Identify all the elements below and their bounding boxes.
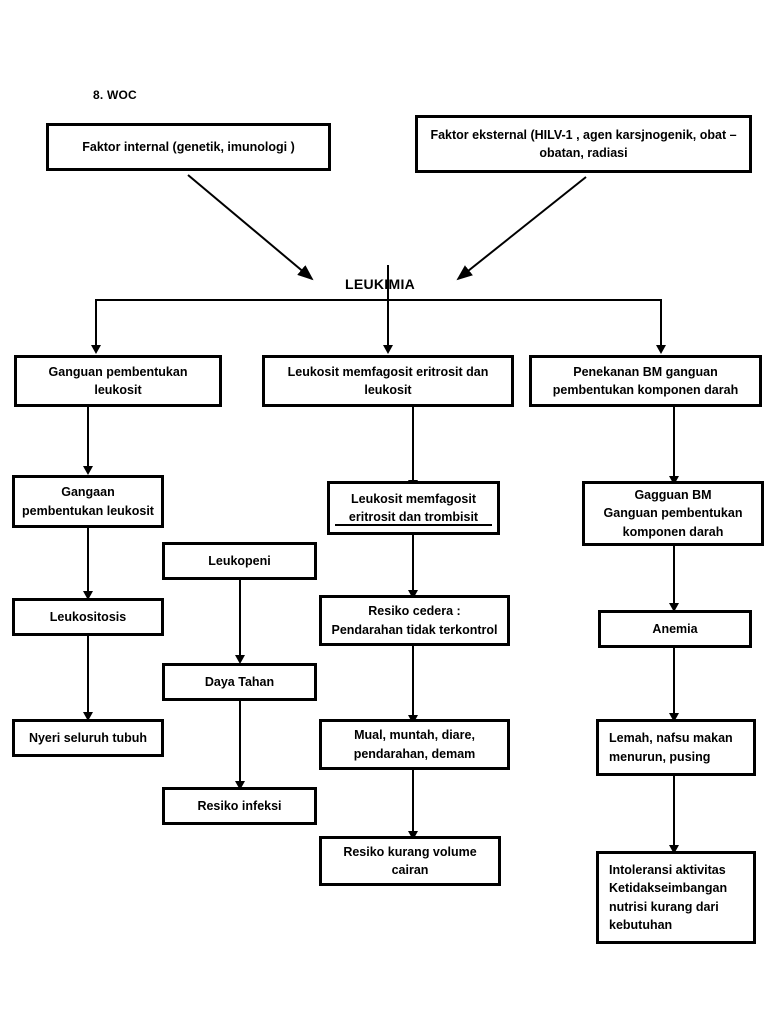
node-mual-muntah: Mual, muntah, diare, pendarahan, demam xyxy=(319,719,510,770)
node-faktor-eksternal: Faktor eksternal (HILV-1 , agen karsjnog… xyxy=(415,115,752,173)
node-leukopeni: Leukopeni xyxy=(162,542,317,580)
arrowhead-right-4 xyxy=(669,845,679,854)
node-daya-tahan: Daya Tahan xyxy=(162,663,317,701)
arrowhead-bus-center xyxy=(383,345,393,354)
connector-bus-left-drop xyxy=(95,299,97,349)
node-intoleransi-aktivitas: Intoleransi aktivitas Ketidakseimbangan … xyxy=(596,851,756,944)
connector-mid-4 xyxy=(412,770,414,835)
connector-col2-1 xyxy=(239,580,241,658)
connector-right-3 xyxy=(673,648,675,716)
arrowhead-left-2 xyxy=(83,591,93,600)
connector-left-2 xyxy=(87,528,89,594)
connector-mid-3 xyxy=(412,646,414,718)
connector-bus-center-drop xyxy=(387,299,389,349)
node-resiko-cedera-label: Resiko cedera : Pendarahan tidak terkont… xyxy=(331,604,498,637)
connector-mid-2 xyxy=(412,535,414,593)
connector-left-1 xyxy=(87,407,89,469)
node-daya-tahan-label: Daya Tahan xyxy=(204,674,275,689)
node-penekanan-bm: Penekanan BM ganguan pembentukan kompone… xyxy=(529,355,762,407)
node-leukosit-memfagosit-eritrosit-leukosit-label: Leukosit memfagosit eritrosit dan leukos… xyxy=(287,364,489,397)
connector-col2-2 xyxy=(239,701,241,784)
arrowhead-bus-right xyxy=(656,345,666,354)
node-nyeri-seluruh-tubuh-label: Nyeri seluruh tubuh xyxy=(28,730,148,745)
node-resiko-cedera: Resiko cedera : Pendarahan tidak terkont… xyxy=(319,595,510,646)
node-ganguan-pembentukan-leukosit: Ganguan pembentukan leukosit xyxy=(14,355,222,407)
node-lemah-nafsu-makan: Lemah, nafsu makan menurun, pusing xyxy=(596,719,756,776)
connector-bus-right-drop xyxy=(660,299,662,349)
connector-bus-horizontal xyxy=(95,299,661,301)
node-lemah-nafsu-makan-label: Lemah, nafsu makan menurun, pusing xyxy=(609,731,733,764)
node-faktor-internal-label: Faktor internal (genetik, imunologi ) xyxy=(82,139,295,154)
node-gagguan-bm-label: Gagguan BM Ganguan pembentukan komponen … xyxy=(603,488,743,539)
node-penekanan-bm-label: Penekanan BM ganguan pembentukan kompone… xyxy=(552,364,739,397)
node-anemia: Anemia xyxy=(598,610,752,648)
node-resiko-kurang-volume: Resiko kurang volume cairan xyxy=(319,836,501,886)
connector-right-2 xyxy=(673,546,675,606)
node-anemia-label: Anemia xyxy=(652,621,698,636)
node-nyeri-seluruh-tubuh: Nyeri seluruh tubuh xyxy=(12,719,164,757)
node-leukosit-memfagosit-trombisit-underline xyxy=(335,524,492,526)
arrowhead-col2-2 xyxy=(235,781,245,790)
center-node-leukimia: LEUKIMIA xyxy=(345,276,416,292)
connector-mid-1 xyxy=(412,407,414,483)
node-gangaan-pembentukan-leukosit: Gangaan pembentukan leukosit xyxy=(12,475,164,528)
node-mual-muntah-label: Mual, muntah, diare, pendarahan, demam xyxy=(353,728,476,761)
node-faktor-internal: Faktor internal (genetik, imunologi ) xyxy=(46,123,331,171)
node-resiko-infeksi-label: Resiko infeksi xyxy=(197,798,282,813)
node-leukosit-memfagosit-eritrosit-leukosit: Leukosit memfagosit eritrosit dan leukos… xyxy=(262,355,514,407)
node-leukopeni-label: Leukopeni xyxy=(208,553,271,568)
arrowhead-col2-1 xyxy=(235,655,245,664)
arrowhead-right-3 xyxy=(669,713,679,722)
node-faktor-eksternal-label: Faktor eksternal (HILV-1 , agen karsjnog… xyxy=(430,127,737,160)
connector-leukimia-stem xyxy=(387,265,389,301)
arrowhead-bus-left xyxy=(91,345,101,354)
connector-left-3 xyxy=(87,636,89,715)
node-resiko-kurang-volume-label: Resiko kurang volume cairan xyxy=(343,844,477,877)
connector-right-1 xyxy=(673,407,675,479)
node-leukositosis-label: Leukositosis xyxy=(49,609,127,624)
connector-right-4 xyxy=(673,776,675,848)
node-resiko-infeksi: Resiko infeksi xyxy=(162,787,317,825)
arrowhead-right-2 xyxy=(669,603,679,612)
arrowhead-mid-4 xyxy=(408,831,418,840)
node-leukosit-memfagosit-trombisit: Leukosit memfagosit eritrosit dan trombi… xyxy=(327,481,500,535)
arrowhead-right-1 xyxy=(669,476,679,485)
node-ganguan-pembentukan-leukosit-label: Ganguan pembentukan leukosit xyxy=(48,364,188,397)
node-leukosit-memfagosit-trombisit-label: Leukosit memfagosit eritrosit dan trombi… xyxy=(348,491,479,524)
arrowhead-mid-2 xyxy=(408,590,418,599)
node-gangaan-pembentukan-leukosit-label: Gangaan pembentukan leukosit xyxy=(22,485,154,518)
arrowhead-left-3 xyxy=(83,712,93,721)
arrowhead-left-1 xyxy=(83,466,93,475)
node-gagguan-bm: Gagguan BM Ganguan pembentukan komponen … xyxy=(582,481,764,546)
node-intoleransi-aktivitas-label: Intoleransi aktivitas Ketidakseimbangan … xyxy=(609,863,728,932)
node-leukositosis: Leukositosis xyxy=(12,598,164,636)
section-heading: 8. WOC xyxy=(93,88,137,102)
